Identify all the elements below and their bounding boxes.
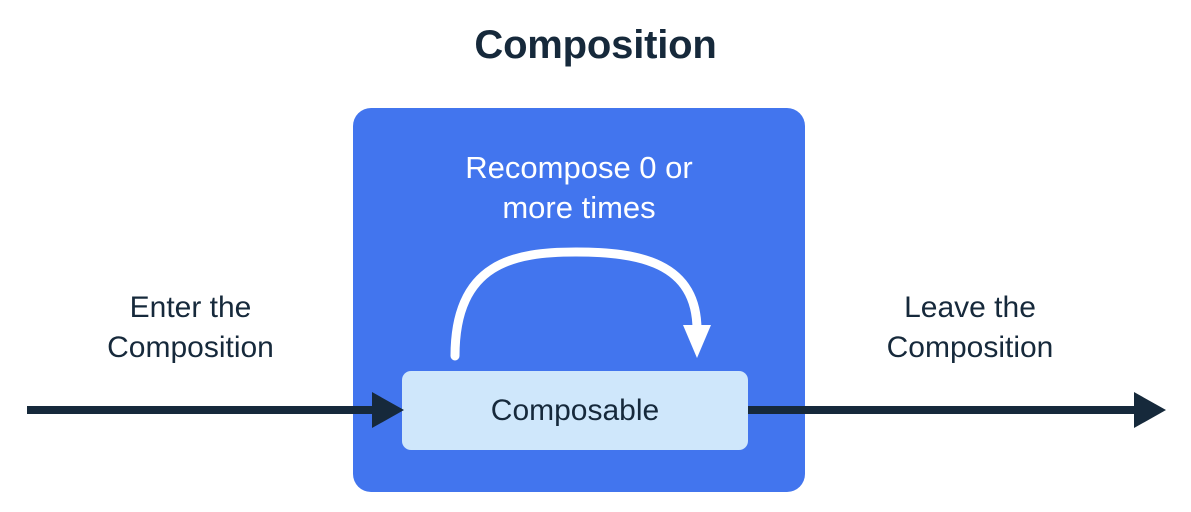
exit-arrow-head-icon bbox=[1134, 392, 1166, 428]
leave-caption-line2: Composition bbox=[886, 331, 1054, 364]
leave-caption-line1: Leave the bbox=[904, 291, 1036, 324]
leave-composition-caption: Leave the Composition bbox=[805, 288, 1135, 368]
recompose-caption-line2: more times bbox=[502, 190, 656, 225]
recompose-caption-line1: Recompose 0 or bbox=[465, 150, 693, 185]
composable-label: Composable bbox=[490, 393, 660, 427]
recompose-caption: Recompose 0 or more times bbox=[353, 148, 805, 228]
enter-composition-caption: Enter the Composition bbox=[28, 288, 353, 368]
enter-caption-line2: Composition bbox=[107, 331, 274, 364]
page-title: Composition bbox=[474, 23, 717, 67]
composable-box bbox=[402, 371, 748, 450]
enter-caption-line1: Enter the bbox=[129, 291, 252, 324]
